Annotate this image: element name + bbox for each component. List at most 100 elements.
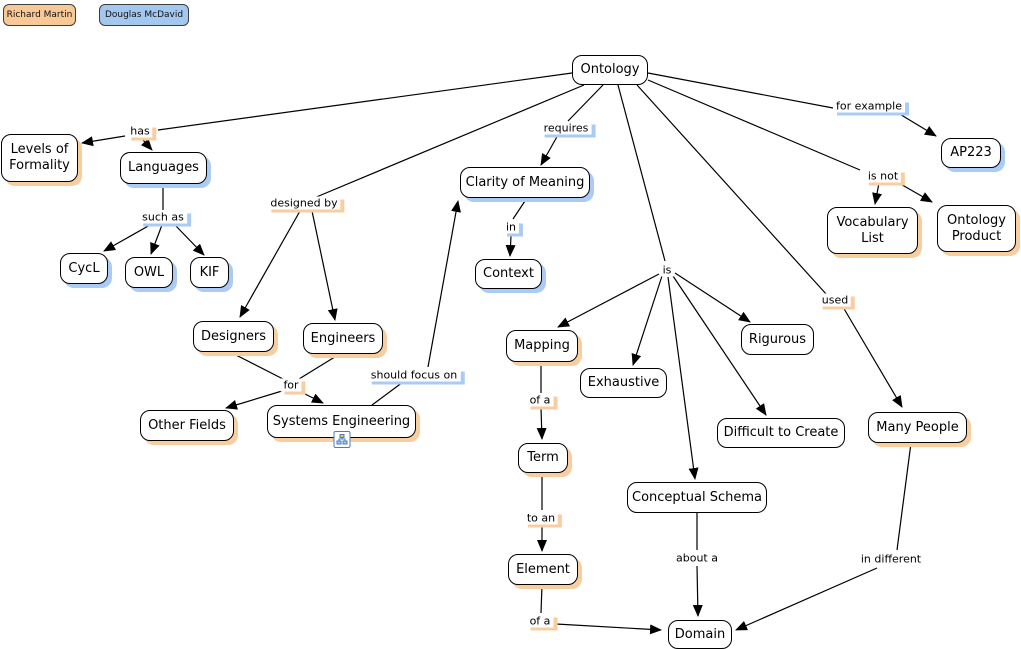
- link-label-of-a-1[interactable]: of a: [526, 393, 554, 407]
- edge-line: [536, 407, 547, 440]
- edge-line: [512, 197, 528, 220]
- legend-button-douglas-mcdavid[interactable]: Douglas McDavid: [99, 4, 189, 26]
- edge-line: [540, 134, 559, 166]
- link-label-of-a-2[interactable]: of a: [526, 614, 554, 628]
- concept-node-ontology[interactable]: Ontology: [572, 55, 648, 85]
- org-chart-icon[interactable]: [333, 431, 350, 448]
- edge-line: [81, 135, 126, 147]
- concept-node-label: Many People: [876, 419, 959, 435]
- concept-node-designers[interactable]: Designers: [193, 321, 274, 352]
- edge-line: [631, 275, 663, 366]
- concept-node-conceptual-schema[interactable]: Conceptual Schema: [627, 482, 767, 513]
- concept-node-ap223[interactable]: AP223: [941, 138, 1001, 168]
- concept-node-element[interactable]: Element: [508, 554, 578, 585]
- link-label-for-example[interactable]: for example: [833, 99, 905, 113]
- link-label-in[interactable]: in: [502, 220, 520, 234]
- concept-node-label: Mapping: [514, 338, 570, 354]
- edge-line: [647, 79, 861, 171]
- link-label-is-not[interactable]: is not: [864, 169, 902, 183]
- edge-line: [140, 138, 153, 151]
- concept-node-many-people[interactable]: Many People: [868, 412, 967, 443]
- concept-node-mapping[interactable]: Mapping: [506, 330, 578, 362]
- concept-node-label: Element: [516, 561, 570, 577]
- concept-node-ontology-product[interactable]: Ontology Product: [937, 205, 1016, 252]
- edge-line: [231, 352, 284, 380]
- edge-line: [371, 381, 404, 406]
- concept-node-label: Languages: [128, 160, 199, 176]
- edge-line: [427, 200, 461, 368]
- link-label-to-an[interactable]: to an: [523, 511, 559, 525]
- edge-line: [674, 272, 751, 323]
- concept-node-cycl[interactable]: CycL: [60, 253, 108, 284]
- link-label-used[interactable]: used: [818, 293, 852, 307]
- concept-node-label: KIF: [199, 264, 220, 280]
- concept-node-rigurous[interactable]: Rigurous: [741, 324, 814, 355]
- concept-node-label: Ontology Product: [946, 212, 1007, 244]
- edge-line: [647, 72, 834, 109]
- concept-node-label: Context: [483, 266, 534, 282]
- concept-node-label: Other Fields: [148, 417, 226, 433]
- concept-node-label: Designers: [201, 328, 266, 344]
- link-label-such-as[interactable]: such as: [139, 210, 187, 224]
- concept-node-label: Engineers: [310, 330, 376, 346]
- concept-node-label: Vocabulary List: [836, 214, 909, 246]
- edge-line: [617, 84, 666, 262]
- edge-line: [636, 84, 828, 296]
- link-label-should-focus-on[interactable]: should focus on: [367, 368, 461, 382]
- edge-line: [313, 84, 585, 199]
- concept-node-levels-of-formality[interactable]: Levels of Formality: [1, 134, 78, 182]
- edge-line: [896, 181, 933, 203]
- edge-line: [103, 224, 151, 252]
- concept-node-owl[interactable]: OWL: [125, 257, 173, 288]
- concept-node-label: Clarity of Meaning: [465, 174, 585, 190]
- edge-line: [896, 442, 912, 551]
- concept-node-systems-engineering[interactable]: Systems Engineering: [267, 405, 416, 448]
- concept-node-term[interactable]: Term: [518, 443, 568, 473]
- link-label-has[interactable]: has: [127, 124, 153, 138]
- concept-node-label: Conceptual Schema: [632, 489, 762, 505]
- edge-line: [239, 210, 301, 318]
- legend-button-richard-martin[interactable]: Richard Martin: [3, 4, 76, 26]
- concept-node-difficult-to-create[interactable]: Difficult to Create: [717, 418, 845, 448]
- concept-node-label: Term: [527, 450, 559, 466]
- link-label-about-a[interactable]: about a: [673, 551, 721, 565]
- concept-node-context[interactable]: Context: [475, 259, 542, 289]
- edge-line: [311, 210, 338, 321]
- concept-node-label: OWL: [133, 264, 165, 280]
- edge-line: [672, 275, 767, 416]
- link-label-in-different[interactable]: in different: [857, 552, 925, 566]
- concept-node-label: Domain: [674, 626, 726, 642]
- edge-line: [735, 567, 878, 631]
- concept-node-domain[interactable]: Domain: [668, 620, 732, 649]
- concept-node-kif[interactable]: KIF: [190, 257, 229, 288]
- edge-line: [872, 182, 882, 205]
- edge-line: [505, 235, 516, 257]
- concept-node-clarity-of-meaning[interactable]: Clarity of Meaning: [460, 167, 590, 198]
- concept-node-label: Levels of Formality: [9, 142, 70, 173]
- concept-node-exhaustive[interactable]: Exhaustive: [580, 368, 667, 398]
- concept-node-label: AP223: [950, 145, 992, 161]
- concept-node-languages[interactable]: Languages: [120, 152, 207, 184]
- link-label-for[interactable]: for: [280, 378, 302, 392]
- concept-node-label: Ontology: [580, 62, 640, 78]
- link-label-is[interactable]: is: [659, 263, 675, 277]
- concept-node-label: Rigurous: [748, 331, 807, 347]
- link-label-designed-by[interactable]: designed by: [267, 196, 341, 210]
- edge-line: [567, 84, 604, 122]
- concept-node-other-fields[interactable]: Other Fields: [140, 410, 234, 441]
- concept-node-label: Exhaustive: [587, 375, 660, 391]
- edge-line: [897, 112, 937, 137]
- concept-node-label: Systems Engineering: [272, 413, 411, 429]
- edge-line: [555, 623, 662, 635]
- concept-node-label: Difficult to Create: [723, 425, 839, 441]
- edge-line: [540, 584, 543, 614]
- link-label-requires[interactable]: requires: [540, 121, 592, 135]
- concept-node-vocabulary-list[interactable]: Vocabulary List: [827, 207, 918, 254]
- edge-line: [157, 72, 573, 131]
- edge-line: [842, 306, 903, 408]
- concept-node-engineers[interactable]: Engineers: [303, 323, 383, 354]
- edge-line: [557, 273, 660, 328]
- concept-node-label: CycL: [68, 260, 100, 276]
